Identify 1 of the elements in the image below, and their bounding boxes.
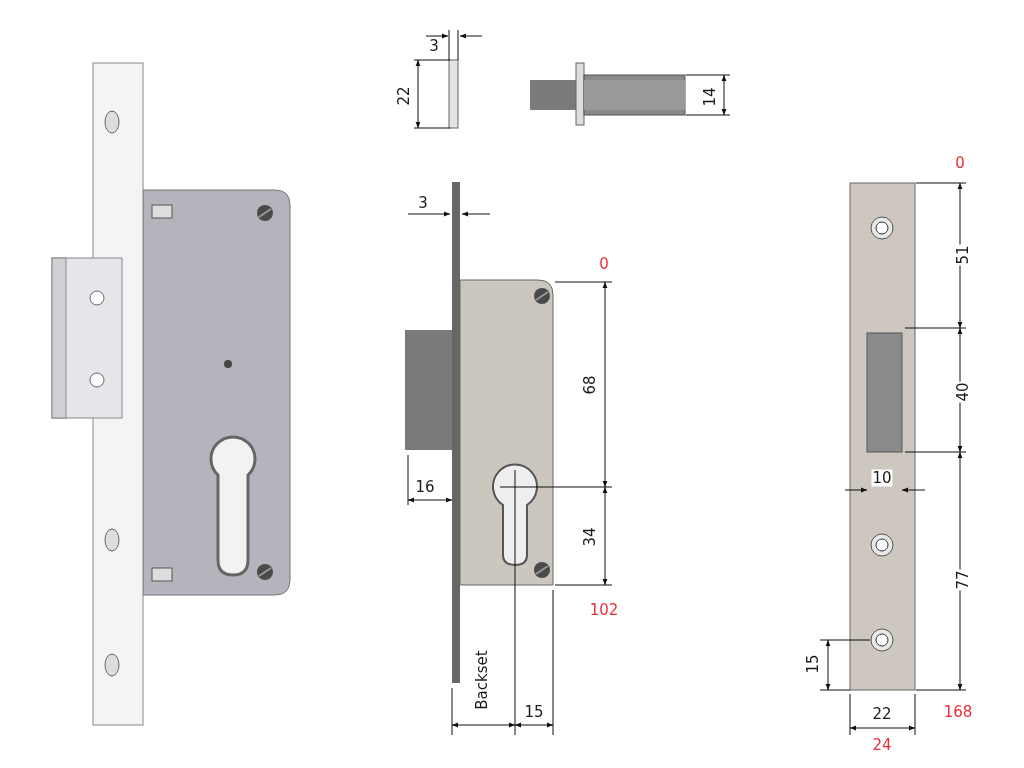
dimension-label: 10: [871, 469, 893, 487]
